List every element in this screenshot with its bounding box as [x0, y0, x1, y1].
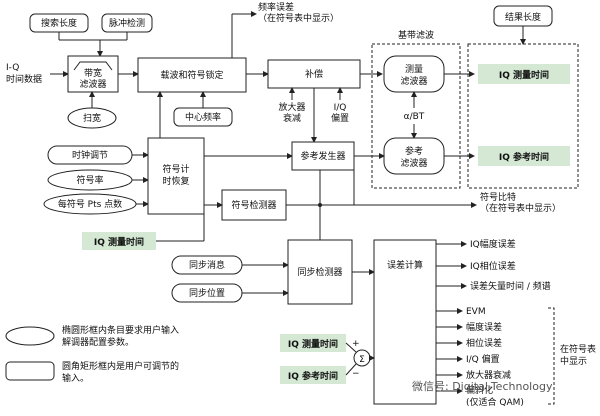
show-in-table-label-2: 中显示 — [560, 355, 587, 367]
iq-measure-time-box-1 — [478, 64, 570, 84]
legend-ellipse-text-1: 椭圆形框内条目要求用户输入 — [62, 324, 179, 336]
sync-message-label: 同步消息 — [189, 259, 225, 271]
connector — [345, 363, 357, 376]
carrier-symbol-lock-box — [137, 57, 247, 93]
symbol-bits-label-1: 符号比特 — [480, 191, 516, 203]
baseband-filter-label: 基带滤波 — [398, 29, 434, 41]
iq-measure-time-label-1: IQ 测量时间 — [499, 69, 549, 81]
phase-error-label: 相位误差 — [466, 337, 502, 349]
compensation-box — [267, 59, 361, 89]
clock-adjust-label: 时钟调节 — [72, 149, 108, 161]
quad-skew-label-1: 偏斜化 — [466, 384, 493, 396]
iq-measure-time-label-3: IQ 测量时间 — [288, 338, 338, 350]
table-bracket — [548, 307, 555, 405]
symbol-detector-box — [221, 189, 287, 221]
measure-filter-label-2: 滤波器 — [400, 75, 427, 87]
sync-position-label: 同步位置 — [189, 287, 225, 299]
iq-phase-error-label: IQ相位误差 — [470, 260, 516, 272]
iq-ref-time-box-1 — [478, 146, 570, 166]
symbol-bits-label-2: （在符号表中显示） — [480, 202, 561, 214]
pulse-detect-label: 脉冲检测 — [109, 17, 145, 29]
amp-decay-label-2: 衰减 — [283, 112, 301, 124]
iq-time-data-label-1: I-Q — [6, 63, 19, 73]
symbol-timing-recovery-box — [147, 137, 205, 215]
filter-icon — [73, 61, 113, 71]
amp-decay-label-1: 放大器 — [278, 101, 305, 113]
freq-error-label-2: （在符号表中显示） — [258, 12, 339, 24]
iq-measure-time-box-2 — [82, 232, 156, 250]
legend-rect-text-1: 圆角矩形框内是用户可调节的 — [62, 360, 179, 372]
bandwidth-filter-label-2: 滤波器 — [79, 78, 106, 90]
iq-ref-time-label-1: IQ 参考时间 — [499, 151, 549, 163]
connector — [345, 342, 357, 353]
legend-rect-text-2: 输入。 — [62, 372, 89, 384]
watermark: 微信号: Digital-Technology — [412, 379, 553, 393]
error-calc-box — [373, 239, 437, 405]
legend-rect — [5, 361, 55, 381]
baseband-filter-group — [371, 43, 461, 189]
iq-bias-label-2: 偏置 — [331, 112, 349, 124]
iq-ref-time-box-2 — [280, 366, 346, 384]
symbol-timing-label-2: 时恢复 — [162, 175, 189, 187]
legend-ellipse — [5, 326, 55, 346]
symbol-timing-label-1: 符号计 — [162, 163, 189, 175]
sum-symbol: Σ — [359, 355, 365, 365]
alpha-bt-label: α/BT — [404, 112, 425, 122]
search-length-label: 搜索长度 — [41, 17, 77, 29]
result-group — [467, 43, 579, 189]
amp-decay-out-label: 放大器衰减 — [466, 369, 511, 381]
symbol-detector-label: 符号检测器 — [231, 199, 276, 211]
legend-ellipse-text-2: 解调器配置参数。 — [62, 336, 134, 348]
carrier-symbol-lock-label: 载波和符号锁定 — [160, 69, 223, 81]
iq-time-data-label-2: 时间数据 — [6, 73, 42, 85]
iq-bias-label-1: I/Q — [334, 103, 347, 113]
ref-filter-label-1: 参考 — [405, 145, 423, 157]
show-in-table-label-1: 在符号表 — [560, 343, 596, 355]
plus-sign: + — [352, 339, 360, 349]
symbol-rate-label: 符号率 — [76, 174, 103, 186]
sweep-label: 扫宽 — [83, 112, 101, 124]
evm-label: EVM — [466, 307, 486, 317]
compensation-label: 补偿 — [305, 68, 323, 80]
ref-filter-label-2: 滤波器 — [400, 157, 427, 169]
mag-error-label: 幅度误差 — [466, 321, 502, 333]
iq-measure-time-label-2: IQ 测量时间 — [94, 236, 144, 248]
iq-measure-time-box-3 — [280, 334, 346, 352]
ref-generator-label: 参考发生器 — [300, 150, 345, 162]
center-freq-label: 中心频率 — [185, 111, 221, 123]
minus-sign: − — [352, 369, 360, 379]
iq-bias-out-label: I/Q 偏置 — [466, 353, 500, 365]
iq-ref-time-label-2: IQ 参考时间 — [288, 370, 338, 382]
pts-per-symbol-label: 每符号 Pts 点数 — [58, 198, 122, 210]
error-vector-label: 误差矢量时间 / 频谱 — [470, 280, 551, 292]
freq-error-label-1: 频率误差 — [258, 1, 294, 13]
bandwidth-filter-label-1: 带宽 — [84, 67, 102, 79]
measure-filter-label-1: 测量 — [405, 64, 423, 75]
quad-skew-label-2: (仅适合 QAM) — [466, 396, 524, 408]
sync-detector-label: 同步检测器 — [297, 266, 342, 278]
junction — [318, 203, 322, 207]
iq-mag-error-label: IQ幅度误差 — [470, 238, 516, 250]
result-length-label: 结果长度 — [505, 11, 541, 23]
error-calc-label: 误差计算 — [387, 259, 423, 271]
